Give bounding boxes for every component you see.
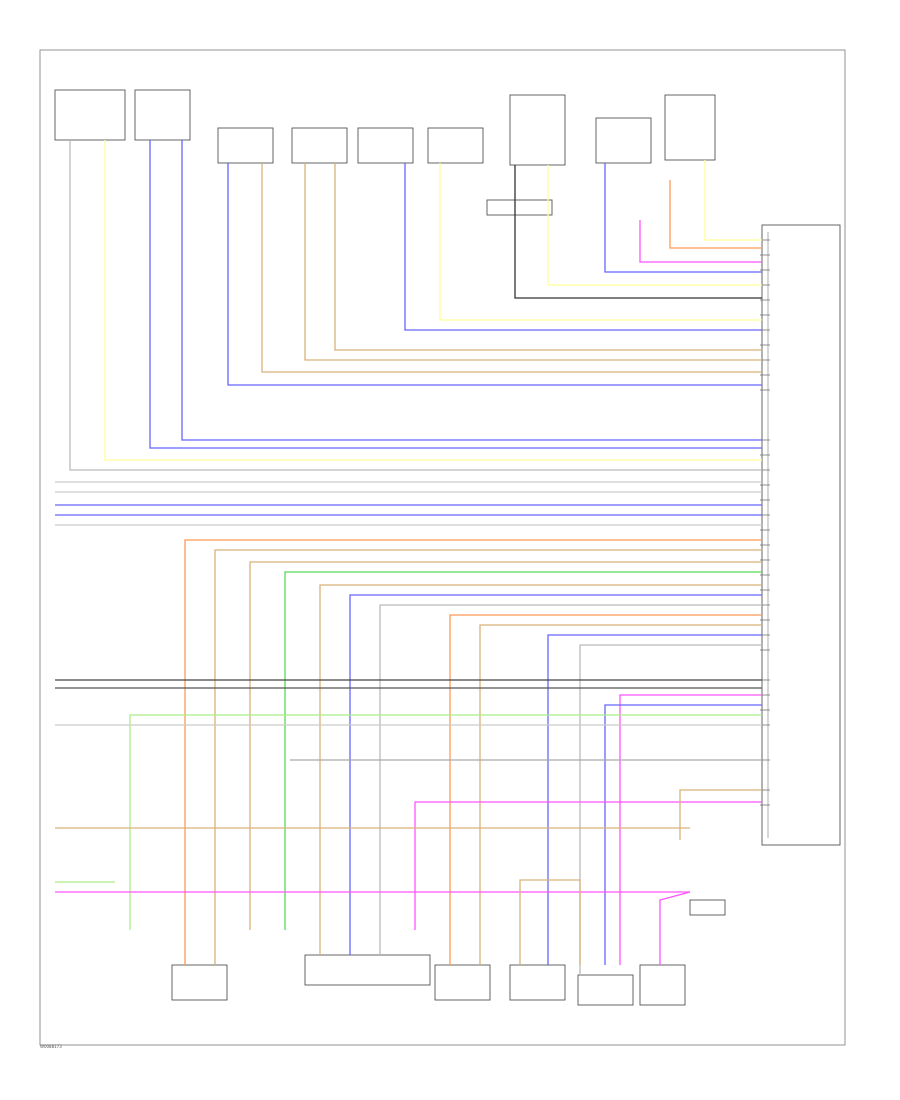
wire-magenta-2 [619,694,762,965]
wire-orange-3 [449,614,762,965]
wire-orange-1 [669,180,762,249]
wire-gray-6 [579,644,762,975]
diagram-frame [39,49,846,1046]
component-box-15 [577,974,634,1006]
diagram-code: W0088173 [40,1044,62,1049]
component-box-2 [134,89,191,141]
wires [55,140,762,975]
component-box-14 [509,964,566,1001]
component-box-10 [486,199,553,216]
component-box-6 [427,127,484,164]
component-box-4 [291,127,348,164]
wire-gray-1 [69,140,762,471]
component-box-12 [304,954,431,986]
restraints-control-module [760,224,841,846]
wire-tan-7 [479,624,762,965]
wire-yellow-3 [439,163,762,321]
wire-blue-1 [604,163,762,273]
wire-blue-4 [181,140,762,441]
bottom-components [171,899,726,1006]
wire-blue-3 [227,163,762,386]
wire-tan-2 [304,163,762,361]
wire-yellow-1 [547,165,762,286]
component-box-13 [434,964,491,1001]
wire-tan-6 [319,584,762,955]
wire-magenta-5 [659,891,691,965]
wire-tan-1 [334,163,762,351]
wire-tan-4 [214,549,762,965]
wire-gray-5 [379,604,762,955]
component-box-17 [689,899,726,916]
component-box-1 [54,89,126,141]
wire-blue-5 [149,140,762,449]
component-box-7 [509,94,566,166]
wire-yellow-4 [104,140,762,461]
component-box-3 [217,127,274,164]
wire-green-1 [284,571,762,930]
wire-blue-8 [349,594,762,955]
wire-tan-10 [519,879,581,965]
wire-yellow-2 [704,160,762,241]
component-box-16 [639,964,686,1006]
wire-tan-5 [249,561,762,930]
top-components [54,89,716,216]
module-pins [760,239,770,806]
wire-orange-2 [184,539,762,965]
wire-blue-2 [404,163,762,331]
component-box-11 [171,964,228,1001]
wire-blue-9 [547,634,762,965]
component-box-9 [664,94,716,161]
wire-magenta-1 [639,220,762,263]
component-box-5 [357,127,414,164]
wire-tan-3 [261,163,762,373]
wire-light-green-1 [129,714,762,930]
component-box-8 [595,117,652,164]
wire-dark-1 [514,165,762,299]
wire-magenta-3 [414,801,762,930]
wire-tan-8 [679,789,762,840]
wire-blue-10 [604,704,762,965]
